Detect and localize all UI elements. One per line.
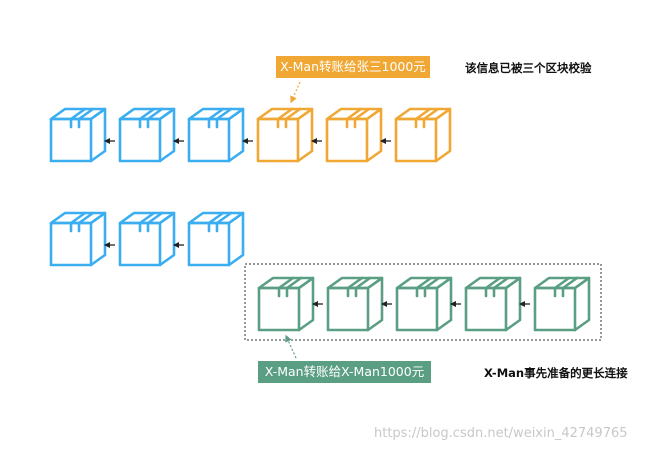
watermark: https://blog.csdn.net/weixin_42749765 [374,426,628,441]
fork-dashed-frame [244,263,602,341]
block-green-fork-2 [326,276,384,332]
confirmation-note: 该信息已被三个区块校验 [465,61,592,75]
block-green-fork-5 [533,276,591,332]
block-green-fork-4 [464,276,522,332]
block-green-fork-1 [257,276,315,332]
orange-transaction-label: X-Man转账给张三1000元 [276,56,430,78]
block-blue-bottom-2 [118,211,176,267]
green-label-pointer [285,334,297,359]
block-blue-bottom-1 [49,211,107,267]
orange-label-pointer [290,81,301,104]
block-orange-top-5 [325,107,383,163]
block-orange-top-6 [394,107,452,163]
longer-chain-note: X-Man事先准备的更长连接 [484,366,628,380]
bottom-chain [49,211,591,332]
block-blue-top-1 [49,107,107,163]
block-blue-top-3 [187,107,245,163]
block-green-fork-3 [395,276,453,332]
green-transaction-label: X-Man转账给X-Man1000元 [258,361,431,383]
block-blue-bottom-3 [187,211,245,267]
block-blue-top-2 [118,107,176,163]
block-orange-top-4 [256,107,314,163]
top-chain [49,107,452,163]
